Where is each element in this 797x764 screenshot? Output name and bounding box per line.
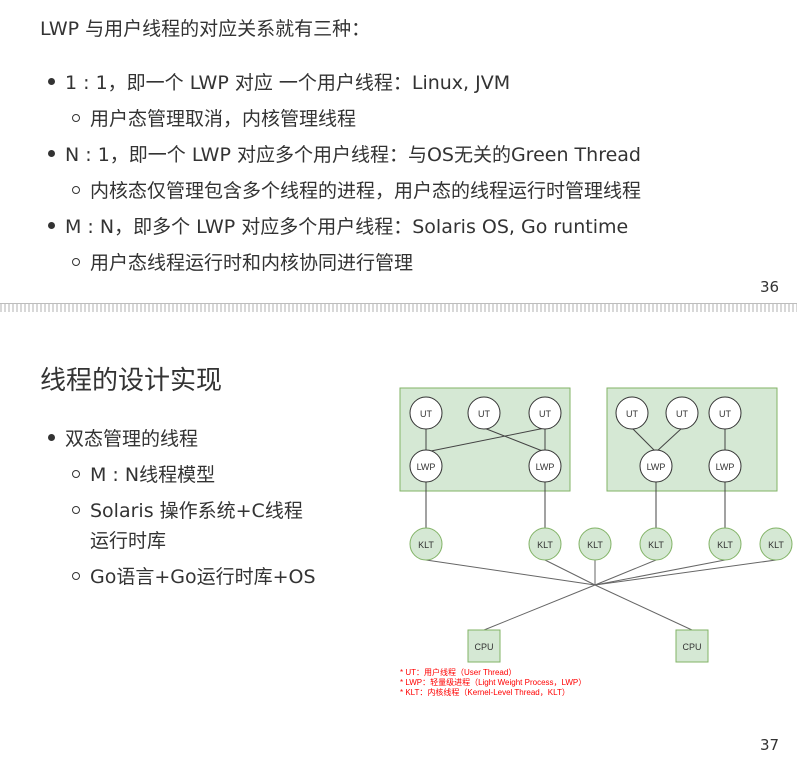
lwp-label: LWP xyxy=(417,462,436,472)
legend-lwp: * LWP：轻量级进程（Light Weight Process，LWP） xyxy=(400,677,586,687)
bullet-dot xyxy=(48,222,55,229)
klt-label: KLT xyxy=(768,540,784,550)
ut-label: UT xyxy=(719,409,731,419)
slide-title: 线程的设计实现 xyxy=(40,366,223,396)
ut-node: UT xyxy=(708,396,742,430)
lwp-node: LWP xyxy=(528,449,562,483)
bullet-2: N : 1，即一个 LWP 对应多个用户线程：与OS无关的Green Threa… xyxy=(48,140,641,167)
bullet-dual-mode: 双态管理的线程 xyxy=(48,424,198,451)
klt-label: KLT xyxy=(648,540,664,550)
thread-model-diagram: UT UT UT UT UT UT LWP LWP LWP LWP KLT KL… xyxy=(390,380,795,709)
cpu-nodes: CPU CPU xyxy=(467,629,709,663)
sub-bullet-2: 内核态仅管理包含多个线程的进程，用户态的线程运行时管理线程 xyxy=(72,176,641,203)
lwp-node: LWP xyxy=(639,449,673,483)
bullet-dot xyxy=(48,434,55,441)
ut-label: UT xyxy=(478,409,490,419)
cpu-node: CPU xyxy=(467,629,501,663)
klt-node: KLT xyxy=(708,527,742,561)
sub-bullet-ring xyxy=(72,185,80,194)
legend-klt: * KLT：内核线程（Kernel-Level Thread，KLT） xyxy=(400,687,570,697)
klt-node: KLT xyxy=(759,527,793,561)
sub-bullet-1: 用户态管理取消，内核管理线程 xyxy=(72,104,356,131)
legend-ut: * UT：用户线程（User Thread） xyxy=(400,667,516,677)
sub-bullet-ring xyxy=(72,571,80,580)
lwp-label: LWP xyxy=(716,462,735,472)
page-number-37: 37 xyxy=(760,736,780,754)
ut-label: UT xyxy=(626,409,638,419)
ut-label: UT xyxy=(676,409,688,419)
lwp-nodes: LWP LWP LWP LWP xyxy=(409,449,742,483)
bullet-dot xyxy=(48,150,55,157)
klt-nodes: KLT KLT KLT KLT KLT KLT xyxy=(409,527,793,561)
sub-bullet-mn-model: M : N线程模型 xyxy=(72,460,215,487)
cpu-label: CPU xyxy=(682,642,701,652)
sub-bullet-ring xyxy=(72,469,80,478)
klt-node: KLT xyxy=(528,527,562,561)
klt-node: KLT xyxy=(409,527,443,561)
klt-label: KLT xyxy=(537,540,553,550)
ut-node: UT xyxy=(528,396,562,430)
ut-lwp-edges xyxy=(425,427,726,453)
lwp-label: LWP xyxy=(536,462,555,472)
slide-36: LWP 与用户线程的对应关系就有三种： 1 : 1，即一个 LWP 对应 一个用… xyxy=(0,0,797,305)
lwp-klt-edges xyxy=(425,481,726,528)
ut-node: UT xyxy=(615,396,649,430)
ut-label: UT xyxy=(539,409,551,419)
cpu-node: CPU xyxy=(675,629,709,663)
sub-bullet-ring xyxy=(72,113,80,122)
sub-bullet-3: 用户态线程运行时和内核协同进行管理 xyxy=(72,248,413,275)
klt-node: KLT xyxy=(639,527,673,561)
sub-bullet-ring xyxy=(72,505,80,514)
sub-bullet-solaris-cont: 运行时库 xyxy=(90,530,167,552)
intro-text: LWP 与用户线程的对应关系就有三种： xyxy=(40,18,371,40)
ut-node: UT xyxy=(409,396,443,430)
lwp-label: LWP xyxy=(647,462,666,472)
lwp-node: LWP xyxy=(409,449,443,483)
klt-label: KLT xyxy=(587,540,603,550)
diagram-svg: UT UT UT UT UT UT LWP LWP LWP LWP KLT KL… xyxy=(399,387,793,697)
ut-node: UT xyxy=(665,396,699,430)
klt-label: KLT xyxy=(717,540,733,550)
klt-label: KLT xyxy=(418,540,434,550)
ut-node: UT xyxy=(467,396,501,430)
ut-nodes: UT UT UT UT UT UT xyxy=(409,396,742,430)
bullet-3: M : N，即多个 LWP 对应多个用户线程：Solaris OS, Go ru… xyxy=(48,212,628,239)
ut-label: UT xyxy=(420,409,432,419)
sub-bullet-ring xyxy=(72,257,80,266)
sub-bullet-solaris: Solaris 操作系统+C线程 xyxy=(72,496,303,523)
cpu-label: CPU xyxy=(474,642,493,652)
bullet-dot xyxy=(48,78,55,85)
diagram-legend: * UT：用户线程（User Thread） * LWP：轻量级进程（Light… xyxy=(400,667,586,697)
sub-bullet-go: Go语言+Go运行时库+OS xyxy=(72,562,316,589)
page-number-36: 36 xyxy=(760,278,780,296)
klt-cpu-edges xyxy=(425,559,777,631)
lwp-node: LWP xyxy=(708,449,742,483)
klt-node: KLT xyxy=(578,527,612,561)
bullet-1: 1 : 1，即一个 LWP 对应 一个用户线程：Linux, JVM xyxy=(48,68,510,95)
